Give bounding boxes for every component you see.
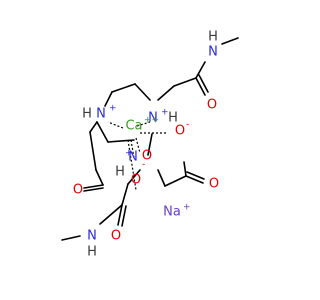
bond-carbonyl-o-double-a	[195, 77, 206, 96]
atom-n-ring-right: N	[148, 111, 158, 126]
bond-bottom-n-methyl	[61, 235, 81, 241]
bond-carboxyl-o-double-b	[186, 171, 205, 180]
bond-carboxyl-o-minus	[183, 161, 187, 177]
atom-o-amide-bottom: O	[111, 229, 121, 244]
bond-carboxyl-o-double-a	[185, 175, 204, 184]
atom-h-ring-bottom: H	[115, 165, 125, 180]
bond-n-right-down	[147, 133, 153, 156]
coord-ca-o-bridge	[127, 139, 137, 191]
atom-h-ring-right: H	[168, 111, 178, 126]
atom-o-carbonyl-right: O	[209, 177, 219, 192]
coord-ca-o2	[135, 137, 141, 154]
bond-ring-outer-carbonyl	[95, 169, 104, 186]
bond-n-bottom-ch2	[157, 169, 166, 187]
atom-n-top-right: N	[208, 45, 218, 60]
atom-h-bottom-nh: H	[87, 245, 97, 260]
charge-labels: + + ++ - - + +	[109, 104, 191, 213]
bond-ch2-n-ring-right	[157, 85, 175, 101]
bond-ring-left-down	[96, 121, 109, 143]
charge-o-carboxylate-2: -	[142, 160, 145, 170]
bond-ring-top-left	[104, 91, 113, 107]
bond-ch2-bottom-carbonyl	[121, 183, 129, 206]
coord-ca-n-bottom	[130, 139, 135, 159]
atom-labels: N H O N H N H Ca O O N H O O O O N H Na	[73, 30, 219, 260]
bond-bottom-carbonyl-n	[99, 204, 123, 225]
atom-na: Na	[163, 205, 181, 220]
atom-n-bottom: N	[87, 229, 97, 244]
bond-ch2-carboxyl	[164, 175, 187, 187]
bond-bottom-carbonyl-o-a	[117, 204, 123, 226]
bond-ring-right-up	[134, 83, 151, 101]
charge-ca: ++	[144, 116, 159, 126]
bond-bottom-carbonyl-o-b	[121, 205, 127, 227]
atom-o-bridge: O	[131, 173, 141, 188]
bond-ring-left-outer	[89, 121, 98, 133]
bonds	[61, 37, 239, 241]
atom-o-carboxylate-1: O	[175, 124, 185, 139]
charge-n-ring-bottom: +	[125, 149, 133, 159]
atom-n-ring-bottom: N	[128, 150, 138, 165]
bond-methyl-n-top	[221, 37, 239, 45]
molecule-structure-diagram: N H O N H N H Ca O O N H O O O O N H Na …	[61, 30, 239, 260]
bond-carbonyl-ch2	[173, 77, 197, 87]
bond-ketone-o	[83, 184, 104, 189]
atom-n-ring-left: N	[96, 107, 106, 122]
charge-n-ring-left: +	[109, 104, 117, 114]
bond-ring-top	[111, 83, 136, 93]
coord-ca-n-left	[107, 121, 124, 129]
charge-n-ring-right: +	[161, 108, 169, 118]
charge-o-carboxylate-1: -	[186, 120, 189, 130]
atom-h-top-nh: H	[208, 30, 218, 45]
bond-ring-left-bottom	[107, 139, 135, 143]
bond-n-top-carbonyl	[195, 61, 206, 79]
coordination-bonds	[107, 121, 168, 191]
atom-o-carboxylate-2: O	[142, 149, 152, 164]
atom-o-ketone-left: O	[73, 183, 83, 198]
bond-ring-outer-down	[89, 131, 97, 171]
atom-o-amide-top: O	[207, 98, 217, 113]
charge-na: +	[183, 203, 191, 213]
bond-carbonyl-o-double-b	[198, 74, 209, 93]
atom-h-ring-left: H	[82, 107, 92, 122]
atom-ca: Ca	[125, 119, 142, 134]
bond-ketone-o-2	[83, 187, 104, 192]
